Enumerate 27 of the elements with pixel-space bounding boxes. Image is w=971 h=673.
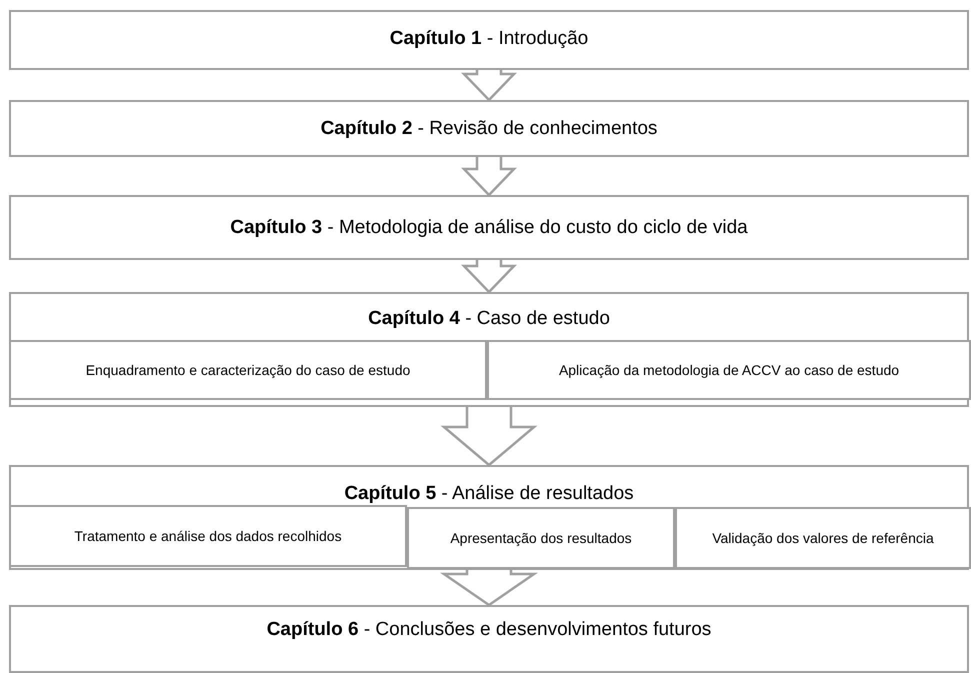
chapter-box	[9, 100, 969, 157]
chapter-title: Capítulo 4 - Caso de estudo	[367, 308, 611, 330]
subsection-box	[487, 340, 971, 400]
chapter-box	[9, 292, 969, 407]
block-arrow	[461, 156, 517, 197]
block-arrow	[440, 568, 538, 607]
chapter-title: Capítulo 2 - Revisão de conhecimentos	[320, 118, 658, 140]
subsection-box	[407, 507, 675, 569]
subsection-title: Enquadramento e caracterização do caso de estudo	[86, 361, 410, 379]
subsection-box	[9, 340, 487, 400]
subsection-box	[675, 507, 971, 569]
subsection-title: Aplicação da metodologia de ACCV ao caso de estudo	[558, 361, 900, 379]
subsection-title: Apresentação dos resultados	[450, 529, 632, 547]
chapter-title: Capítulo 6 - Conclusões e desenvolvimentos futuros	[266, 619, 712, 641]
chapter-title: Capítulo 1 - Introdução	[388, 28, 590, 50]
block-arrow	[440, 406, 538, 467]
chapter-box	[9, 195, 969, 260]
chapter-box	[9, 465, 969, 570]
subsection-title: Tratamento e análise dos dados recolhidos	[74, 527, 342, 545]
subsection-title: Validação dos valores de referência	[712, 529, 934, 547]
chapter-title: Capítulo 3 - Metodologia de análise do custo do ciclo de vida	[229, 217, 749, 239]
chapter-box	[9, 10, 969, 70]
chapter-box	[9, 605, 969, 673]
subsection-box	[9, 505, 407, 567]
block-arrow	[461, 258, 517, 294]
chapter-title: Capítulo 5 - Análise de resultados	[343, 483, 635, 505]
block-arrow	[461, 68, 517, 102]
